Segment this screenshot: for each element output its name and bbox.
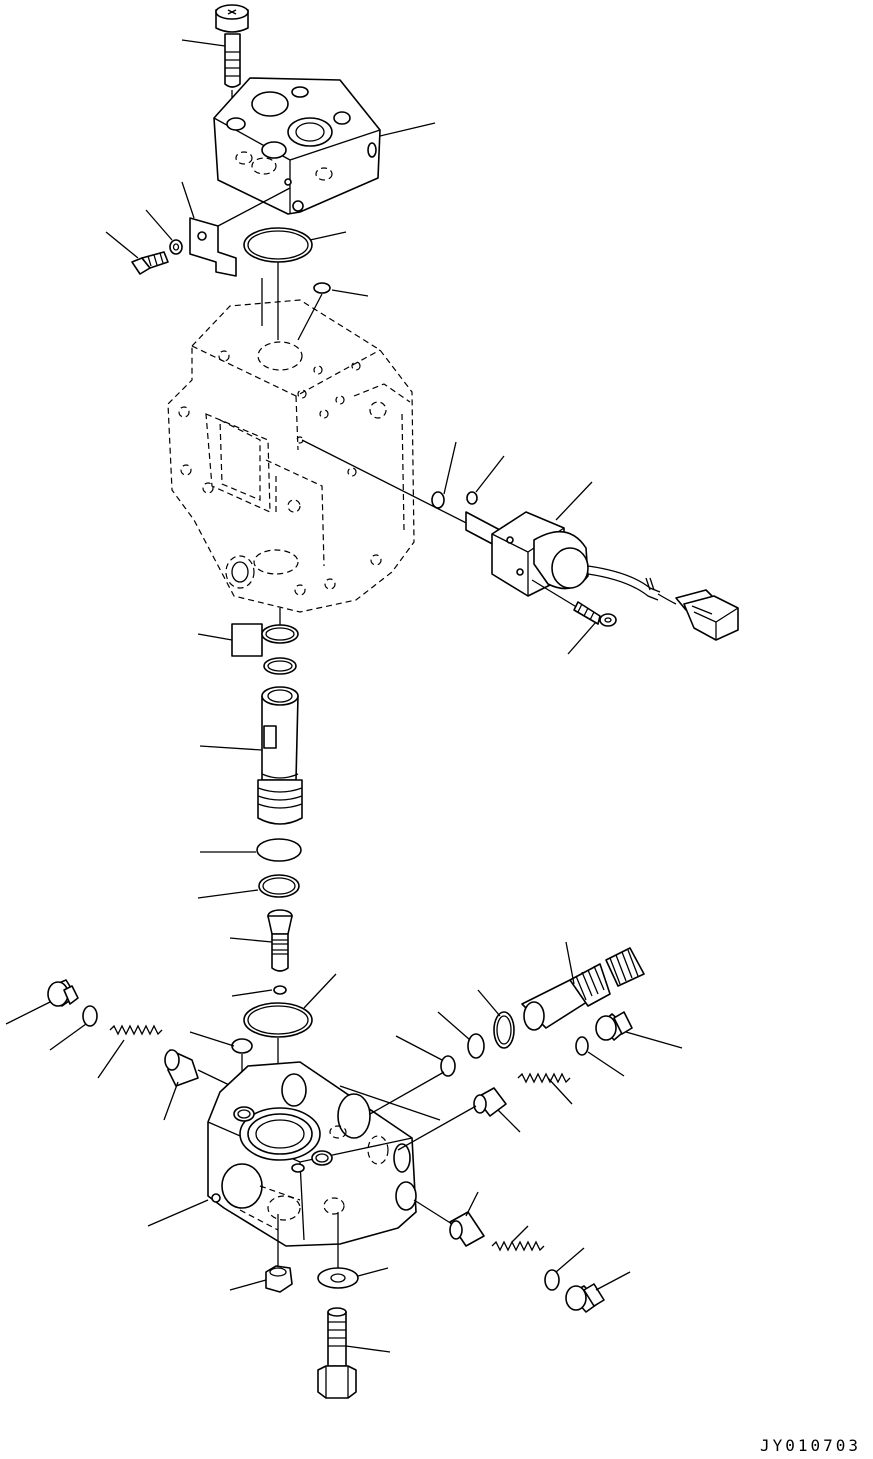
plug-right-upper [596,1012,632,1040]
leader-line [512,1226,528,1242]
leader-line [596,1272,630,1290]
leader-line [230,1280,266,1290]
valve-sleeve [258,687,302,824]
lower-valve-body [208,1062,416,1246]
leader-line [358,1268,388,1276]
leader-line [380,123,435,136]
top-cover-block [214,78,380,214]
leader-line [182,40,225,46]
leader-line [164,1082,178,1120]
spring-left [110,1026,162,1034]
leader-line [476,456,504,492]
o-ring-body-top [232,1039,252,1053]
leader-line [6,1002,50,1024]
o-ring-body-right [441,1056,455,1076]
leader-line [566,942,574,984]
connector-plug [676,590,738,640]
drawing-code: JY010703 [759,1436,861,1455]
spool-piston [268,910,292,971]
leader-line [232,990,272,996]
leader-line [498,1110,520,1132]
leader-line [346,1346,390,1352]
o-ring-solenoid-inner [467,492,477,504]
leader-line [444,442,456,494]
o-ring-solenoid-outer [432,492,444,508]
o-ring-cartridge-small [468,1034,484,1058]
o-ring-left [83,1006,97,1026]
solenoid-screw [532,580,616,626]
main-valve-body [168,300,414,612]
leader-line [304,974,336,1008]
o-ring-right-lower [545,1270,559,1290]
plug-left [48,980,78,1006]
leader-line [198,634,232,640]
washer-small [170,240,182,254]
leader-line [198,890,258,898]
leader-line [398,1106,476,1150]
bottom-cap-screw [318,1308,356,1398]
o-ring-mid-1 [257,839,301,861]
leader-line [230,938,272,942]
o-ring-upper-sleeve [262,625,298,643]
o-ring-large-bottom [244,1003,312,1037]
leader-line [298,294,322,340]
piston-left [165,1050,198,1086]
leader-line [370,1072,444,1114]
leader-line [148,1200,208,1226]
o-ring-mid-2 [259,875,299,897]
o-ring-large-top [244,228,312,262]
sleeve-label-tag [232,624,262,656]
leader-line [438,1012,470,1040]
piston-right-upper [474,1088,506,1116]
leader-line [190,1032,234,1046]
leader-line [556,1248,584,1272]
leader-line [478,990,500,1016]
leader-line [626,1032,682,1048]
piston-right-lower [450,1212,484,1246]
plug-right-lower [566,1284,604,1312]
leader-line [50,1024,86,1050]
leader-line [414,1200,452,1224]
leader-line [548,1078,572,1104]
leader-line [310,232,346,240]
hex-nut [266,1266,292,1292]
solenoid-valve [466,512,676,604]
o-ring-spool-tip [274,986,286,994]
o-ring-right-upper [576,1037,588,1055]
hex-bolt-small [132,252,168,274]
cartridge-valve [522,948,644,1030]
leader-line [396,1036,442,1060]
leader-line [98,1040,124,1078]
o-ring-small-top [314,283,330,293]
leader-line [466,1192,478,1216]
spring-right-lower [492,1242,544,1250]
leader-line [332,290,368,296]
leader-line [568,622,596,654]
flat-washer [318,1268,358,1288]
leader-line [340,1086,440,1120]
spring-right-upper [518,1074,570,1082]
leader-line [556,482,592,520]
bracket-plate [190,188,290,276]
o-ring-lower-sleeve [264,658,296,674]
leader-line [588,1052,624,1076]
leader-line [200,746,262,750]
leader-line [182,182,194,218]
o-ring-cartridge-large [494,1012,514,1048]
leader-line [106,232,138,258]
leader-line [146,210,172,240]
